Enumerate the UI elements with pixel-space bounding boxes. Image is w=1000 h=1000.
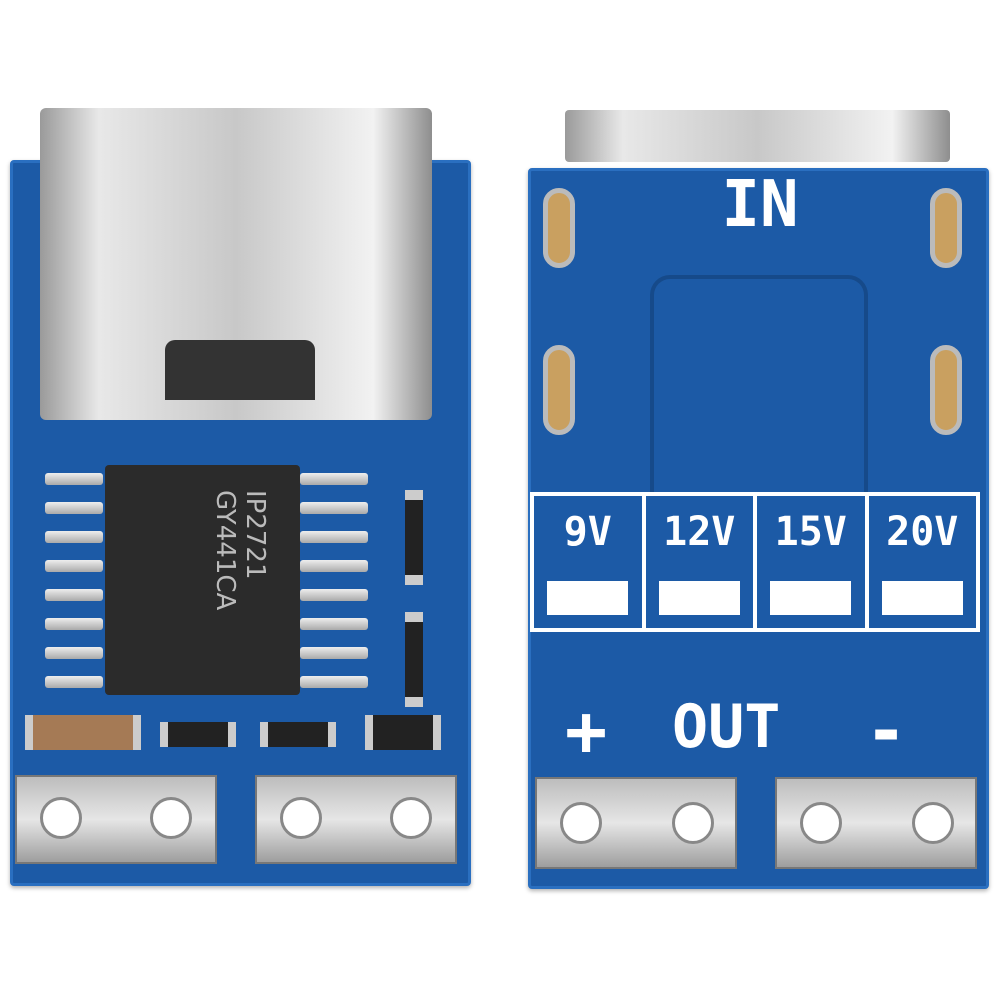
output-plus: + — [565, 690, 608, 772]
chip-pin — [45, 560, 103, 572]
solder-jumper-pad — [770, 581, 852, 615]
voltage-option-15v: 15V — [753, 496, 865, 628]
resistor — [260, 722, 336, 747]
chip-pin — [45, 647, 103, 659]
mounting-pad — [543, 345, 575, 435]
chip-pin — [300, 531, 368, 543]
output-minus: - — [865, 690, 908, 772]
trace — [650, 275, 868, 494]
chip-pin — [300, 560, 368, 572]
mounting-pad — [930, 188, 962, 268]
voltage-label: 20V — [886, 509, 959, 555]
chip-pin — [45, 531, 103, 543]
solder-jumper-pad — [547, 581, 629, 615]
solder-hole — [280, 797, 322, 839]
diode — [25, 715, 141, 750]
voltage-select-box — [530, 492, 980, 632]
chip-pin — [300, 618, 368, 630]
right-pcb-board — [528, 168, 989, 889]
mounting-pad — [543, 188, 575, 268]
chip-pin — [45, 618, 103, 630]
chip-pin — [45, 676, 103, 688]
voltage-option-20v: 20V — [864, 496, 977, 628]
solder-hole — [40, 797, 82, 839]
voltage-label: 9V — [563, 509, 612, 555]
chip-pin — [45, 473, 103, 485]
solder-hole — [672, 802, 714, 844]
solder-jumper-pad — [881, 581, 963, 615]
voltage-option-9v: 9V — [534, 496, 642, 628]
usb-c-tongue — [165, 340, 315, 400]
chip — [105, 465, 300, 695]
solder-hole — [150, 797, 192, 839]
solder-hole — [800, 802, 842, 844]
chip-part-number: IP2721 — [240, 490, 270, 580]
chip-pin — [300, 502, 368, 514]
chip-pin — [300, 676, 368, 688]
chip-date-code: GY441CA — [210, 490, 240, 611]
chip-pin — [45, 502, 103, 514]
resistor — [160, 722, 236, 747]
voltage-label: 12V — [663, 509, 736, 555]
output-label: OUT — [672, 692, 781, 762]
voltage-option-12v: 12V — [641, 496, 754, 628]
chip-marking: IP2721 GY441CA — [160, 490, 270, 670]
chip-pin — [300, 647, 368, 659]
capacitor — [365, 715, 441, 750]
chip-pin — [45, 589, 103, 601]
solder-hole — [390, 797, 432, 839]
capacitor — [405, 612, 423, 707]
input-label: IN — [721, 168, 799, 242]
solder-jumper-pad — [658, 581, 740, 615]
voltage-label: 15V — [774, 509, 847, 555]
resistor — [405, 490, 423, 585]
chip-pin — [300, 473, 368, 485]
chip-pin — [300, 589, 368, 601]
mounting-pad — [930, 345, 962, 435]
solder-hole — [912, 802, 954, 844]
solder-hole — [560, 802, 602, 844]
usb-c-connector-back — [565, 110, 950, 162]
